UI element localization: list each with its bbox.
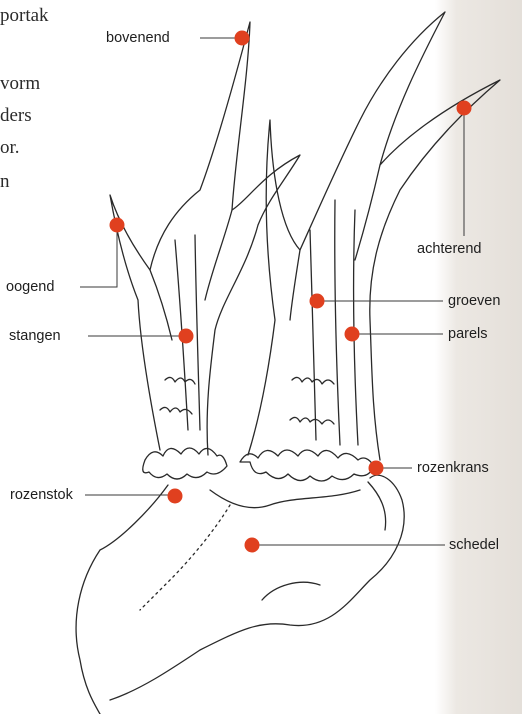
marker-rozenkrans	[369, 461, 384, 476]
marker-bovenend	[235, 31, 250, 46]
label-groeven: groeven	[448, 293, 500, 309]
right-antler-outline	[248, 12, 500, 460]
right-groove-2	[335, 200, 340, 445]
marker-rozenstok	[168, 489, 183, 504]
left-tine-inner	[150, 270, 172, 340]
right-groove-1	[310, 230, 316, 440]
marker-schedel	[245, 538, 260, 553]
label-bovenend: bovenend	[106, 30, 170, 46]
left-top-tine-inner	[205, 210, 232, 300]
right-back-tine-inner	[355, 165, 380, 260]
left-pearls	[160, 377, 195, 414]
label-parels: parels	[448, 326, 488, 342]
marker-oogend	[110, 218, 125, 233]
marker-achterend	[457, 101, 472, 116]
label-rozenstok: rozenstok	[10, 487, 73, 503]
label-schedel: schedel	[449, 537, 499, 553]
label-stangen: stangen	[9, 328, 61, 344]
skull-pedicle-curve	[368, 482, 386, 530]
left-antler-outline	[110, 22, 300, 455]
antler-drawing	[76, 12, 500, 714]
right-rose-ring	[240, 450, 374, 481]
right-pearls	[290, 377, 334, 424]
label-rozenkrans: rozenkrans	[417, 460, 489, 476]
skull-side	[262, 582, 320, 600]
right-front-tine-inner	[290, 250, 300, 320]
left-rose-ring	[143, 448, 227, 479]
leader-oogend	[80, 225, 117, 287]
skull-suture	[140, 505, 230, 610]
left-groove-2	[195, 235, 200, 430]
label-oogend: oogend	[6, 279, 54, 295]
label-achterend: achterend	[417, 241, 482, 257]
skull-outline-lower	[110, 475, 404, 700]
skull-ridge	[210, 490, 360, 508]
marker-stangen	[179, 329, 194, 344]
marker-groeven	[310, 294, 325, 309]
marker-parels	[345, 327, 360, 342]
